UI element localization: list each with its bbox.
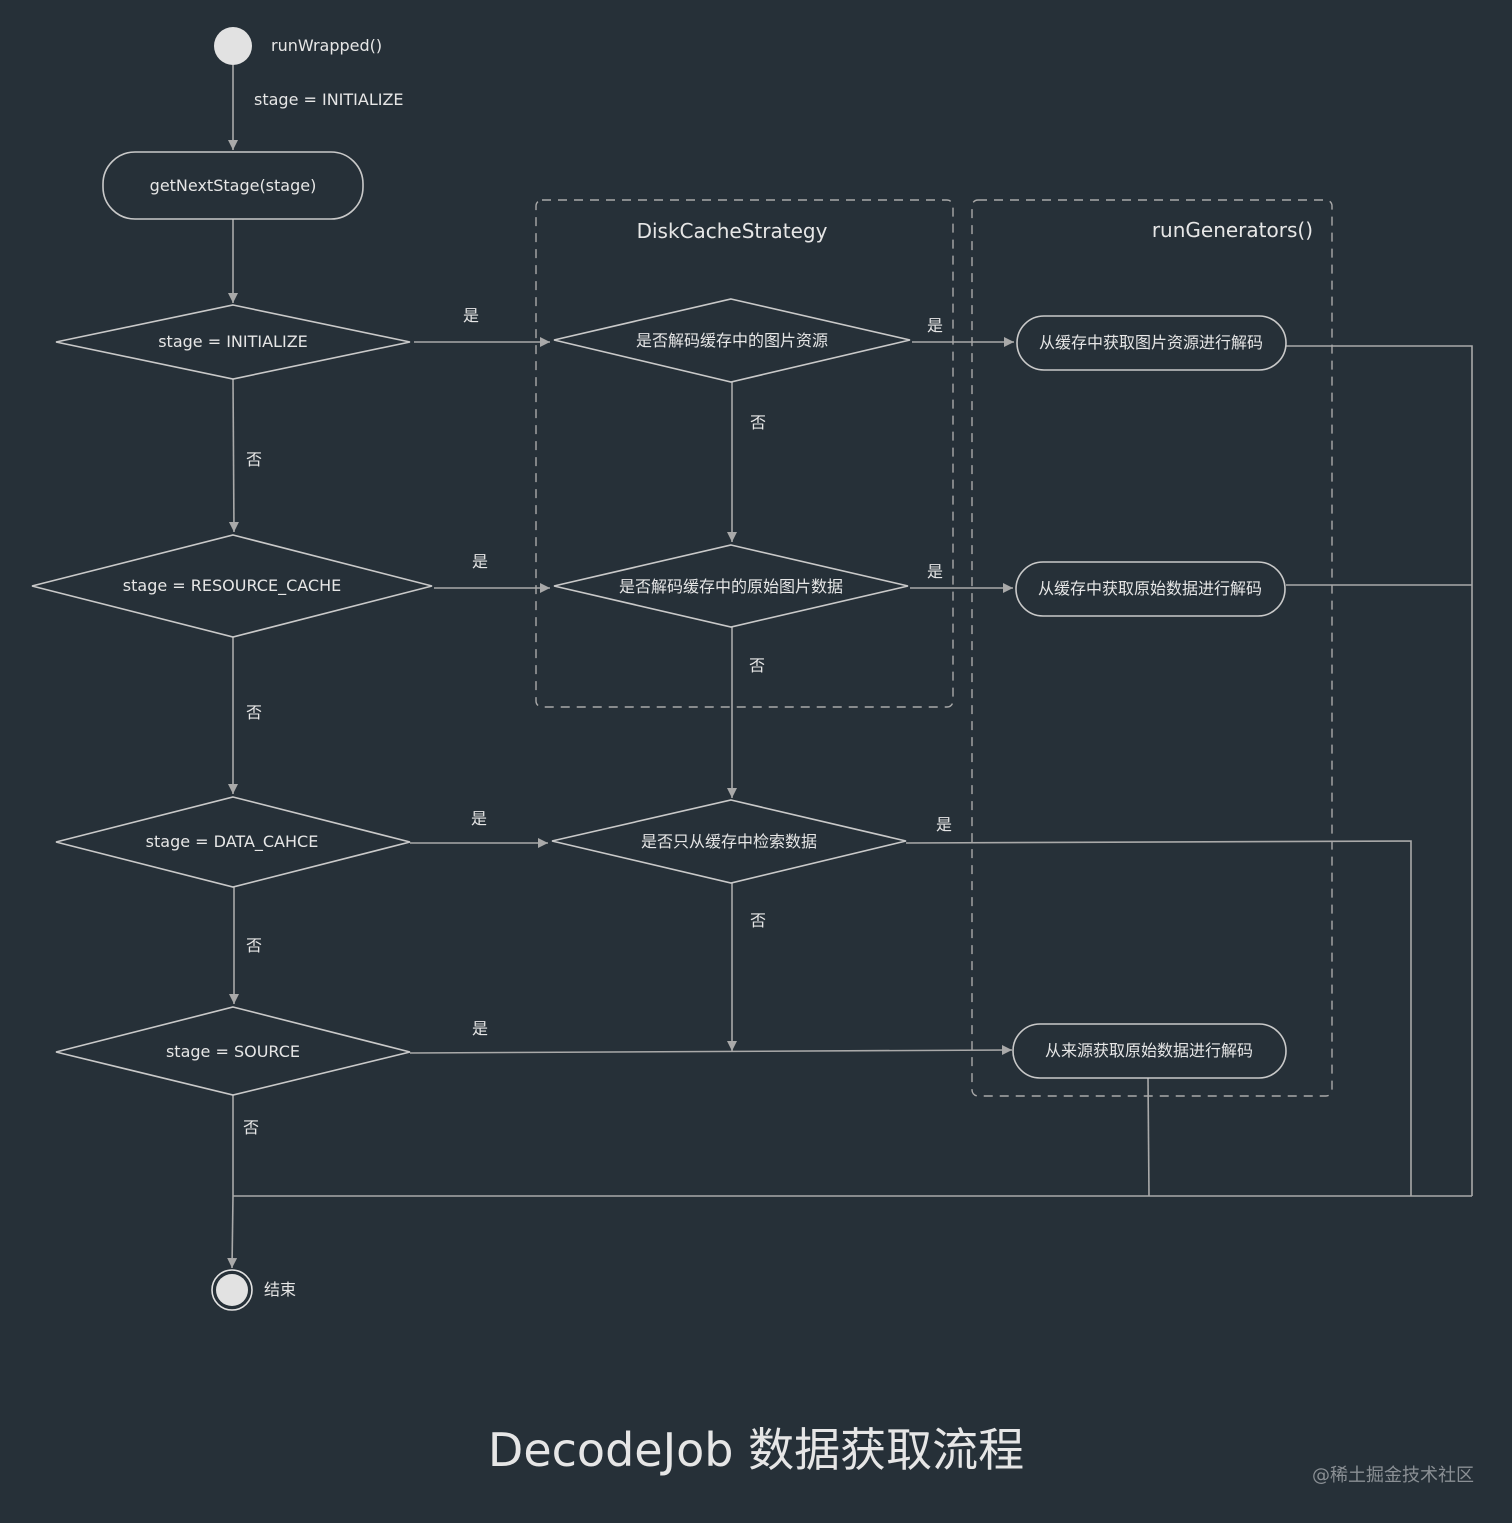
yes-label: 是 [472, 552, 488, 571]
end-label: 结束 [264, 1280, 296, 1299]
connectors [227, 65, 1473, 1269]
decision-stage-source [55, 1006, 411, 1096]
action-source-generator-label: 从来源获取原始数据进行解码 [1045, 1041, 1253, 1060]
action-data-generator [1015, 561, 1286, 617]
run-generators-group [971, 199, 1333, 1097]
action-source-generator [1012, 1023, 1287, 1079]
no-label: 否 [246, 703, 262, 722]
action-resource-generator [1016, 315, 1287, 371]
no-label: 否 [246, 936, 262, 955]
decision-stage-source-label: stage = SOURCE [166, 1042, 300, 1061]
run-generators-group-title: runGenerators() [1152, 218, 1313, 242]
edge-labels: 是 是 是 是 是 是 是 否 否 否 否 否 否 否 [243, 306, 952, 1137]
action-resource-generator-label: 从缓存中获取图片资源进行解码 [1039, 333, 1263, 352]
decision-stage-data-cache-label: stage = DATA_CAHCE [146, 832, 319, 852]
yes-label: 是 [472, 1019, 488, 1038]
decision-decode-cached-resource [553, 298, 911, 383]
yes-label: 是 [927, 316, 943, 335]
decision-decode-cached-data [553, 544, 909, 628]
decision-stage-initialize-label: stage = INITIALIZE [158, 332, 308, 351]
watermark: @稀土掘金技术社区 [1312, 1465, 1474, 1486]
decision-decode-cached-data-label: 是否解码缓存中的原始图片数据 [619, 577, 843, 596]
get-next-stage-label: getNextStage(stage) [150, 176, 317, 195]
no-label: 否 [750, 911, 766, 930]
disk-cache-strategy-group [535, 199, 954, 708]
yes-label: 是 [936, 815, 952, 834]
decision-stage-resource-cache [31, 534, 433, 638]
disk-cache-group-title: DiskCacheStrategy [637, 219, 828, 243]
no-label: 否 [749, 656, 765, 675]
yes-label: 是 [471, 809, 487, 828]
no-label: 否 [246, 450, 262, 469]
decision-decode-cached-resource-label: 是否解码缓存中的图片资源 [636, 331, 828, 350]
end-node [216, 1274, 248, 1306]
decision-stage-data-cache [55, 796, 411, 888]
action-data-generator-label: 从缓存中获取原始数据进行解码 [1038, 579, 1262, 598]
no-label: 否 [243, 1118, 259, 1137]
decision-only-retrieve-cache-label: 是否只从缓存中检索数据 [641, 832, 817, 851]
start-node [214, 27, 252, 65]
end-node-ring [211, 1269, 253, 1311]
start-label: runWrapped() [271, 36, 382, 55]
decision-stage-initialize [55, 304, 411, 380]
get-next-stage-box [102, 151, 364, 220]
yes-label: 是 [927, 562, 943, 581]
footer-title: DecodeJob 数据获取流程 [488, 1423, 1024, 1477]
no-label: 否 [750, 413, 766, 432]
decision-stage-resource-cache-label: stage = RESOURCE_CACHE [123, 576, 341, 596]
init-stage-label: stage = INITIALIZE [254, 90, 404, 109]
yes-label: 是 [463, 306, 479, 325]
decision-only-retrieve-cache [551, 799, 907, 884]
